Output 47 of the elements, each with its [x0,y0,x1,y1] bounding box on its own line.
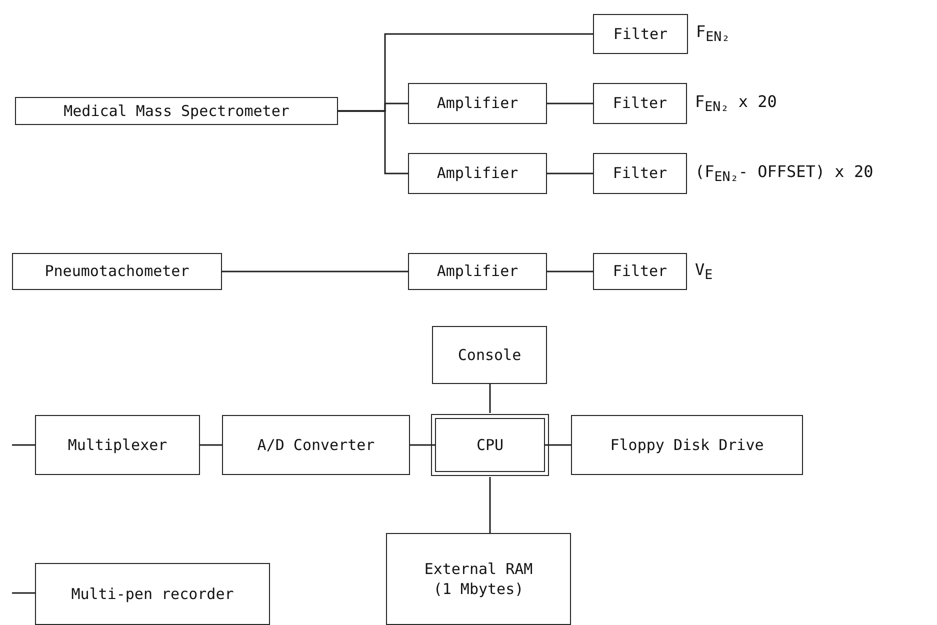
connector-line [338,110,408,174]
process-box [593,83,687,124]
box-label: Filter [613,24,668,44]
box-label: Console [458,344,522,366]
connector-line [200,444,222,446]
process-box [35,415,200,475]
box-label: Amplifier [436,93,518,114]
connector-line [410,444,435,446]
process-box [571,415,803,475]
process-box [593,14,688,54]
box-label: Medical Mass Spectrometer [64,100,290,122]
process-box [408,153,547,194]
connector-line [489,384,491,413]
process-box [15,97,338,125]
signal-label: F$_{EN₂}$ x 20 [695,92,777,115]
process-box [12,253,222,290]
connector-line [222,270,408,272]
connector-line [545,444,571,446]
box-label: A/D Converter [257,434,375,456]
box-label: CPU [476,434,504,456]
box-label: Filter [612,261,668,282]
box-label: Floppy Disk Drive [610,434,764,456]
box-label: External RAM (1 Mbytes) [423,558,534,600]
connector-line [547,270,593,272]
box-label: Filter [612,93,668,114]
signal-label: (F$_{EN₂}$- OFFSET) x 20 [695,162,874,185]
box-label: Multiplexer [68,434,168,456]
connector-line [547,102,593,104]
process-box [408,253,547,290]
process-box [386,533,571,625]
connector-line [12,444,35,446]
connector-line [489,477,491,533]
process-box [593,253,687,290]
connector-line [12,592,35,594]
signal-label: V$_{E}$ [695,260,713,283]
process-box [408,83,547,124]
box-label: Amplifier [436,163,518,184]
signal-label: F$_{EN₂}$ [696,22,730,46]
box-label: Multi-pen recorder [71,584,234,604]
box-label: Filter [612,163,668,184]
process-box [593,153,687,194]
box-label: Amplifier [436,261,518,282]
process-box [35,563,270,625]
box-label: Pneumotachometer [44,261,190,282]
process-box [222,415,410,475]
connector-line [547,172,593,174]
process-box [432,326,547,384]
